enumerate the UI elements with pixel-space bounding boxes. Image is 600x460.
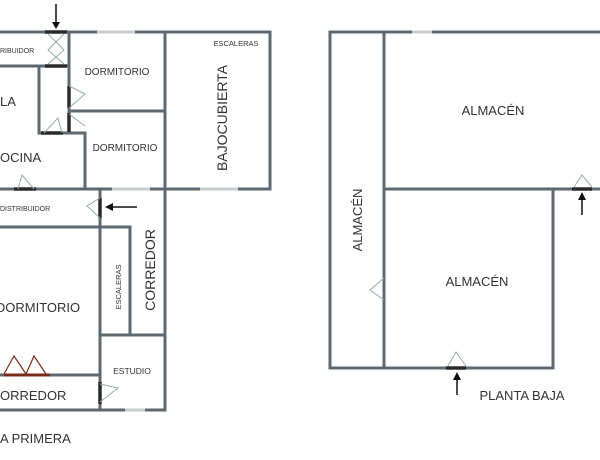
entrance-arrow-icon: [52, 4, 60, 29]
room-label: BAJOCUBIERTA: [214, 64, 230, 171]
plan-title: PLANTA BAJA: [479, 388, 564, 403]
room-label: ORREDOR: [0, 388, 66, 403]
room-label: LA: [0, 94, 16, 109]
room-label: ALMACÉN: [350, 189, 365, 252]
entrance-arrow-icon: [453, 372, 461, 395]
entrance-arrow-icon: [105, 203, 137, 211]
room-label: CORREDOR: [142, 229, 158, 311]
room-label: DORMITORIO: [93, 143, 158, 154]
plan-baja-walls: [328, 30, 600, 370]
room-label: DORMITORIO: [85, 67, 150, 78]
room-label: DISTRIBUIDOR: [0, 206, 50, 213]
room-label: RIBUIDOR: [0, 48, 34, 55]
room-label: OCINA: [0, 150, 42, 165]
room-label: ESCALERAS: [213, 39, 258, 48]
entrance-arrow-icon: [578, 192, 586, 215]
room-label: ALMACÉN: [446, 274, 509, 289]
room-label: DORMITORIO: [0, 300, 80, 315]
room-label: ESTUDIO: [113, 366, 151, 376]
plan-title: A PRIMERA: [0, 431, 71, 446]
room-label: ESCALERAS: [114, 264, 123, 309]
plan-primera-walls: [0, 30, 272, 412]
room-label: ALMACÉN: [462, 103, 525, 118]
